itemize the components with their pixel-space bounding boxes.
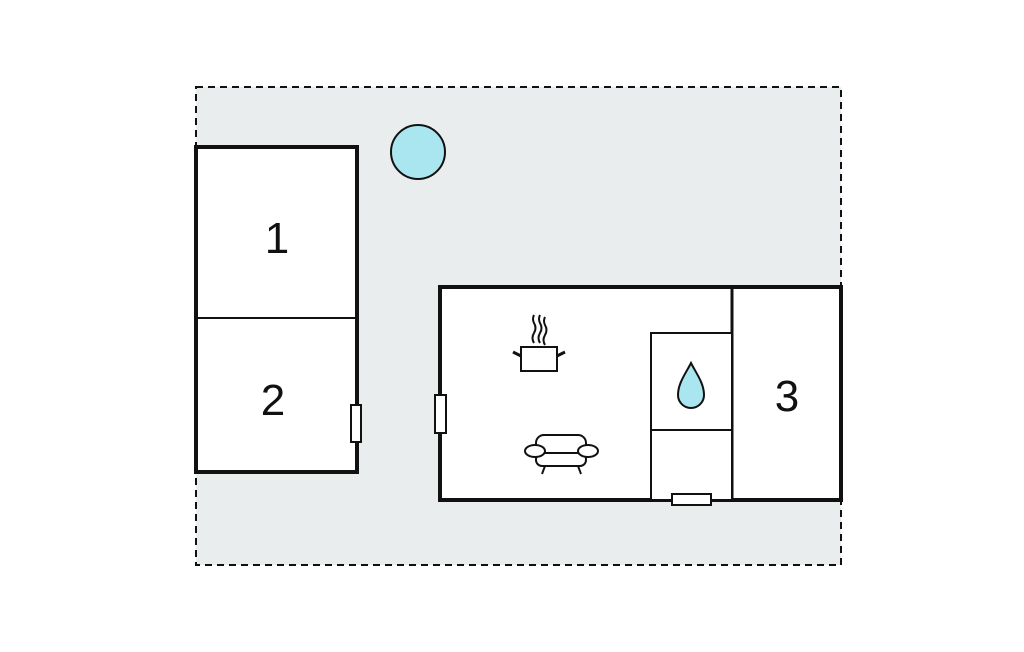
door (671, 493, 712, 506)
water-drop-icon (676, 360, 706, 409)
bathroom (650, 332, 733, 501)
building-right: 3 (434, 285, 843, 506)
door (350, 404, 362, 443)
room-1-label: 1 (265, 214, 289, 263)
room-3-label: 3 (775, 372, 799, 421)
room-2-label: 2 (261, 376, 285, 425)
building-left: 1 2 (194, 145, 362, 474)
sofa-icon (524, 434, 599, 475)
pool-icon (390, 124, 446, 180)
kitchen-pot-icon (512, 314, 566, 372)
door (434, 394, 447, 434)
